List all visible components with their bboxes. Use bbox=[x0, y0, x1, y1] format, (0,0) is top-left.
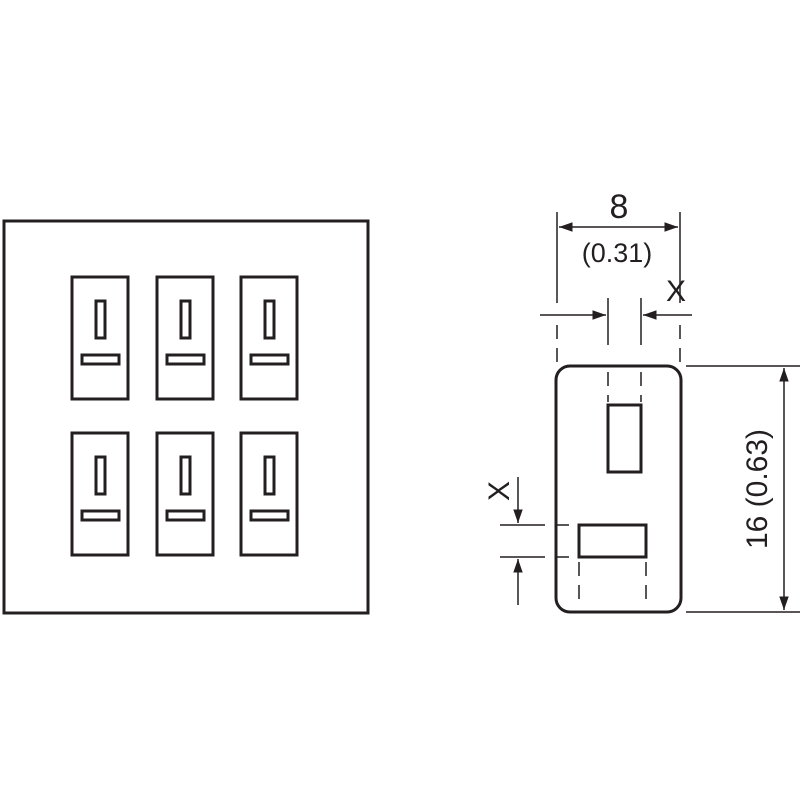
block-front-view bbox=[2, 219, 370, 615]
gap-label-left: X bbox=[483, 481, 516, 501]
contact bbox=[70, 431, 130, 557]
contact-horizontal-slot bbox=[80, 353, 121, 366]
contact-detail-outline bbox=[554, 364, 683, 614]
width-inch-label: (0.31) bbox=[582, 238, 653, 268]
contact-horizontal-slot bbox=[249, 509, 290, 522]
contact-outline bbox=[155, 431, 215, 557]
contact-vertical-slot bbox=[263, 299, 276, 340]
contact-vertical-slot bbox=[179, 299, 192, 340]
gap-dimension-left: X bbox=[483, 477, 577, 605]
gap-dimension-top: X bbox=[540, 275, 692, 345]
height-label: 16 (0.63) bbox=[741, 429, 774, 549]
contact bbox=[70, 275, 130, 401]
contact bbox=[239, 431, 299, 557]
contact-vertical-slot bbox=[179, 455, 192, 496]
contact bbox=[239, 275, 299, 401]
contact-vertical-slot bbox=[263, 455, 276, 496]
width-dimension: 8 (0.31) bbox=[556, 188, 681, 365]
horizontal-slot bbox=[577, 523, 648, 559]
block-outline bbox=[2, 219, 370, 615]
contact-outline bbox=[70, 275, 130, 401]
contact bbox=[155, 275, 215, 401]
contact-outline bbox=[70, 431, 130, 557]
contact-outline bbox=[239, 431, 299, 557]
contact-vertical-slot bbox=[94, 299, 107, 340]
contact-horizontal-slot bbox=[249, 353, 290, 366]
contact-horizontal-slot bbox=[165, 353, 206, 366]
contact-horizontal-slot bbox=[165, 509, 206, 522]
contact-vertical-slot bbox=[94, 455, 107, 496]
contact bbox=[155, 431, 215, 557]
contact-grid bbox=[70, 275, 299, 557]
contact-outline bbox=[155, 275, 215, 401]
contact-detail-view: 8 (0.31) X X bbox=[483, 188, 800, 614]
width-mm-label: 8 bbox=[610, 188, 629, 226]
vertical-slot bbox=[606, 403, 643, 474]
contact-horizontal-slot bbox=[80, 509, 121, 522]
gap-label-top: X bbox=[666, 275, 686, 308]
height-dimension: 16 (0.63) bbox=[686, 365, 800, 613]
contact-outline bbox=[239, 275, 299, 401]
